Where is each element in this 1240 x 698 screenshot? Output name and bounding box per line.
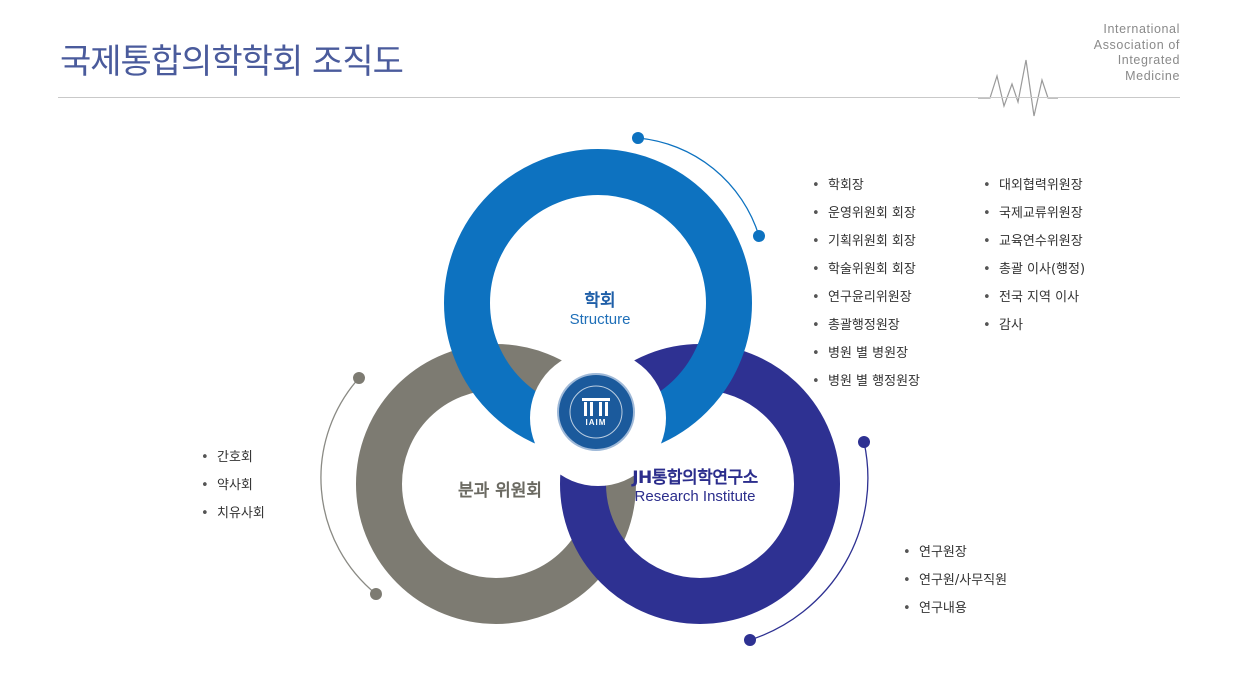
- list-item: 운영위원회 회장: [812, 200, 920, 228]
- institute-list: 연구원장 연구원/사무직원 연구내용: [903, 539, 1007, 623]
- list-item: 연구내용: [903, 595, 1007, 623]
- structure-subtitle: Structure: [569, 311, 631, 328]
- structure-connector-arc: [637, 137, 760, 237]
- committee-connector-dot: [353, 372, 365, 384]
- list-item: 전국 지역 이사: [983, 284, 1085, 312]
- emblem-label: IAIM: [585, 418, 607, 427]
- list-item: 연구원/사무직원: [903, 567, 1007, 595]
- list-item: 약사회: [201, 472, 265, 500]
- list-item: 기획위원회 회장: [812, 228, 920, 256]
- list-item: 대외협력위원장: [983, 172, 1085, 200]
- org-name-line: International: [1103, 22, 1180, 36]
- institute-subtitle: Research Institute: [634, 488, 756, 505]
- structure-connector-dot: [753, 230, 765, 242]
- structure-list-col2: 대외협력위원장 국제교류위원장 교육연수위원장 총괄 이사(행정) 전국 지역 …: [983, 172, 1085, 340]
- institute-connector-arc: [749, 441, 869, 641]
- list-item: 학회장: [812, 172, 920, 200]
- committee-title: 분과 위원회: [457, 481, 543, 501]
- committee-connector-arc: [320, 377, 377, 595]
- list-item: 총괄행정원장: [812, 312, 920, 340]
- list-item: 병원 별 행정원장: [812, 368, 920, 396]
- org-name: International Association of Integrated …: [1094, 22, 1180, 84]
- list-item: 교육연수위원장: [983, 228, 1085, 256]
- list-item: 학술위원회 회장: [812, 256, 920, 284]
- list-item: 연구윤리위원장: [812, 284, 920, 312]
- org-name-line: Integrated: [1117, 53, 1180, 67]
- structure-list-col1: 학회장 운영위원회 회장 기획위원회 회장 학술위원회 회장 연구윤리위원장 총…: [812, 172, 920, 396]
- page-title: 국제통합의학학회 조직도: [60, 42, 404, 82]
- institute-connector-dot: [858, 436, 870, 448]
- committee-list: 간호회 약사회 치유사회: [201, 444, 265, 528]
- institute-connector-dot: [744, 634, 756, 646]
- pulse-line-icon: [978, 59, 1058, 117]
- list-item: 연구원장: [903, 539, 1007, 567]
- list-item: 감사: [983, 312, 1085, 340]
- org-name-line: Medicine: [1125, 68, 1180, 83]
- institute-title: JH통합의학연구소: [632, 468, 758, 488]
- header-divider: [58, 97, 1180, 98]
- list-item: 총괄 이사(행정): [983, 256, 1085, 284]
- list-item: 병원 별 병원장: [812, 340, 920, 368]
- list-item: 국제교류위원장: [983, 200, 1085, 228]
- committee-connector-dot: [370, 588, 382, 600]
- list-item: 치유사회: [201, 500, 265, 528]
- iaim-emblem-icon: [557, 373, 635, 451]
- org-name-line: Association of: [1093, 37, 1180, 52]
- structure-title: 학회: [584, 291, 616, 311]
- list-item: 간호회: [201, 444, 265, 472]
- structure-connector-dot: [632, 132, 644, 144]
